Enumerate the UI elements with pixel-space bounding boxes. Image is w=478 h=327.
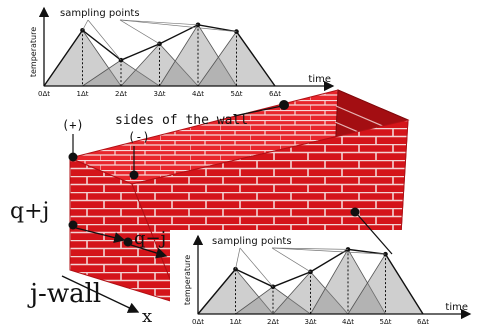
- bottom-sample-point: [308, 269, 313, 275]
- top-sampling-plot: 0Δt 1Δt 2Δt 3Δt 4Δt 5Δt 6Δt temperature time samp…: [29, 6, 335, 98]
- q-minus-marker: [123, 237, 133, 247]
- q-plus-marker: [68, 220, 78, 230]
- bottom-xlabel: time: [445, 302, 468, 313]
- bottom-plot-background: [170, 230, 476, 327]
- bottom-plot-pointer: [356, 213, 393, 255]
- bottom-title-leader: [271, 247, 349, 250]
- bottom-sampling-plot: 0Δt 1Δt 2Δt 3Δt 4Δt 5Δt 6Δt temperature time samp…: [170, 230, 476, 327]
- bottom-tick-label: 5Δt: [380, 318, 392, 326]
- q-minus-arrow: [130, 244, 168, 259]
- bottom-title: sampling points: [212, 236, 292, 247]
- bottom-tick-label: 3Δt: [305, 318, 317, 326]
- sides-of-wall-label: sides of the wall: [115, 113, 248, 128]
- x-axis-label: x: [142, 306, 152, 327]
- bottom-title-leader: [271, 247, 386, 255]
- top-tick-label: 5Δt: [231, 90, 243, 98]
- top-title-leader: [82, 19, 89, 31]
- top-title-leader: [119, 19, 160, 45]
- bottom-ylabel: temperature: [183, 255, 192, 305]
- j-wall-label: j-wall: [27, 279, 101, 309]
- bottom-tick-label: 4Δt: [342, 318, 354, 326]
- sides-marker: [279, 100, 289, 110]
- top-xlabel: time: [308, 74, 331, 85]
- plus-side-label: (+): [62, 118, 84, 132]
- q-plus-j-label: q+j: [10, 199, 49, 224]
- top-ylabel: temperature: [29, 27, 38, 77]
- bottom-title-leader: [271, 247, 311, 273]
- top-title: sampling points: [60, 8, 140, 19]
- bottom-title-leader: [239, 247, 274, 288]
- top-tick-label: 4Δt: [192, 90, 204, 98]
- x-axis-line: [61, 275, 140, 313]
- bottom-plot-marker: [350, 207, 360, 217]
- minus-side-label: (-): [128, 130, 150, 144]
- top-tick-label: 1Δt: [77, 90, 89, 98]
- bottom-tick-label: 6Δt: [417, 318, 429, 326]
- bottom-tick-label: 1Δt: [230, 318, 242, 326]
- plus-side-marker: [68, 152, 78, 162]
- top-tick-label: 2Δt: [115, 90, 127, 98]
- bottom-title-leader: [235, 247, 241, 270]
- top-tick-label: 3Δt: [154, 90, 166, 98]
- sides-connector: [233, 105, 283, 117]
- top-sample-point: [80, 27, 85, 33]
- top-tick-label: 6Δt: [269, 90, 281, 98]
- top-tick-label: 0Δt: [38, 90, 50, 98]
- top-title-leader: [119, 19, 199, 26]
- minus-side-marker: [129, 170, 139, 180]
- wall-annotations: sides of the wall (+) (-) q+j q−j j-wall…: [10, 100, 393, 327]
- q-minus-j-label: q−j: [134, 228, 166, 249]
- top-title-leader: [87, 19, 122, 61]
- top-sample-point: [234, 29, 239, 34]
- q-plus-arrow: [75, 227, 126, 244]
- bottom-tick-label: 2Δt: [267, 318, 279, 326]
- top-title-leader: [119, 19, 237, 32]
- bottom-tick-label: 0Δt: [192, 318, 204, 326]
